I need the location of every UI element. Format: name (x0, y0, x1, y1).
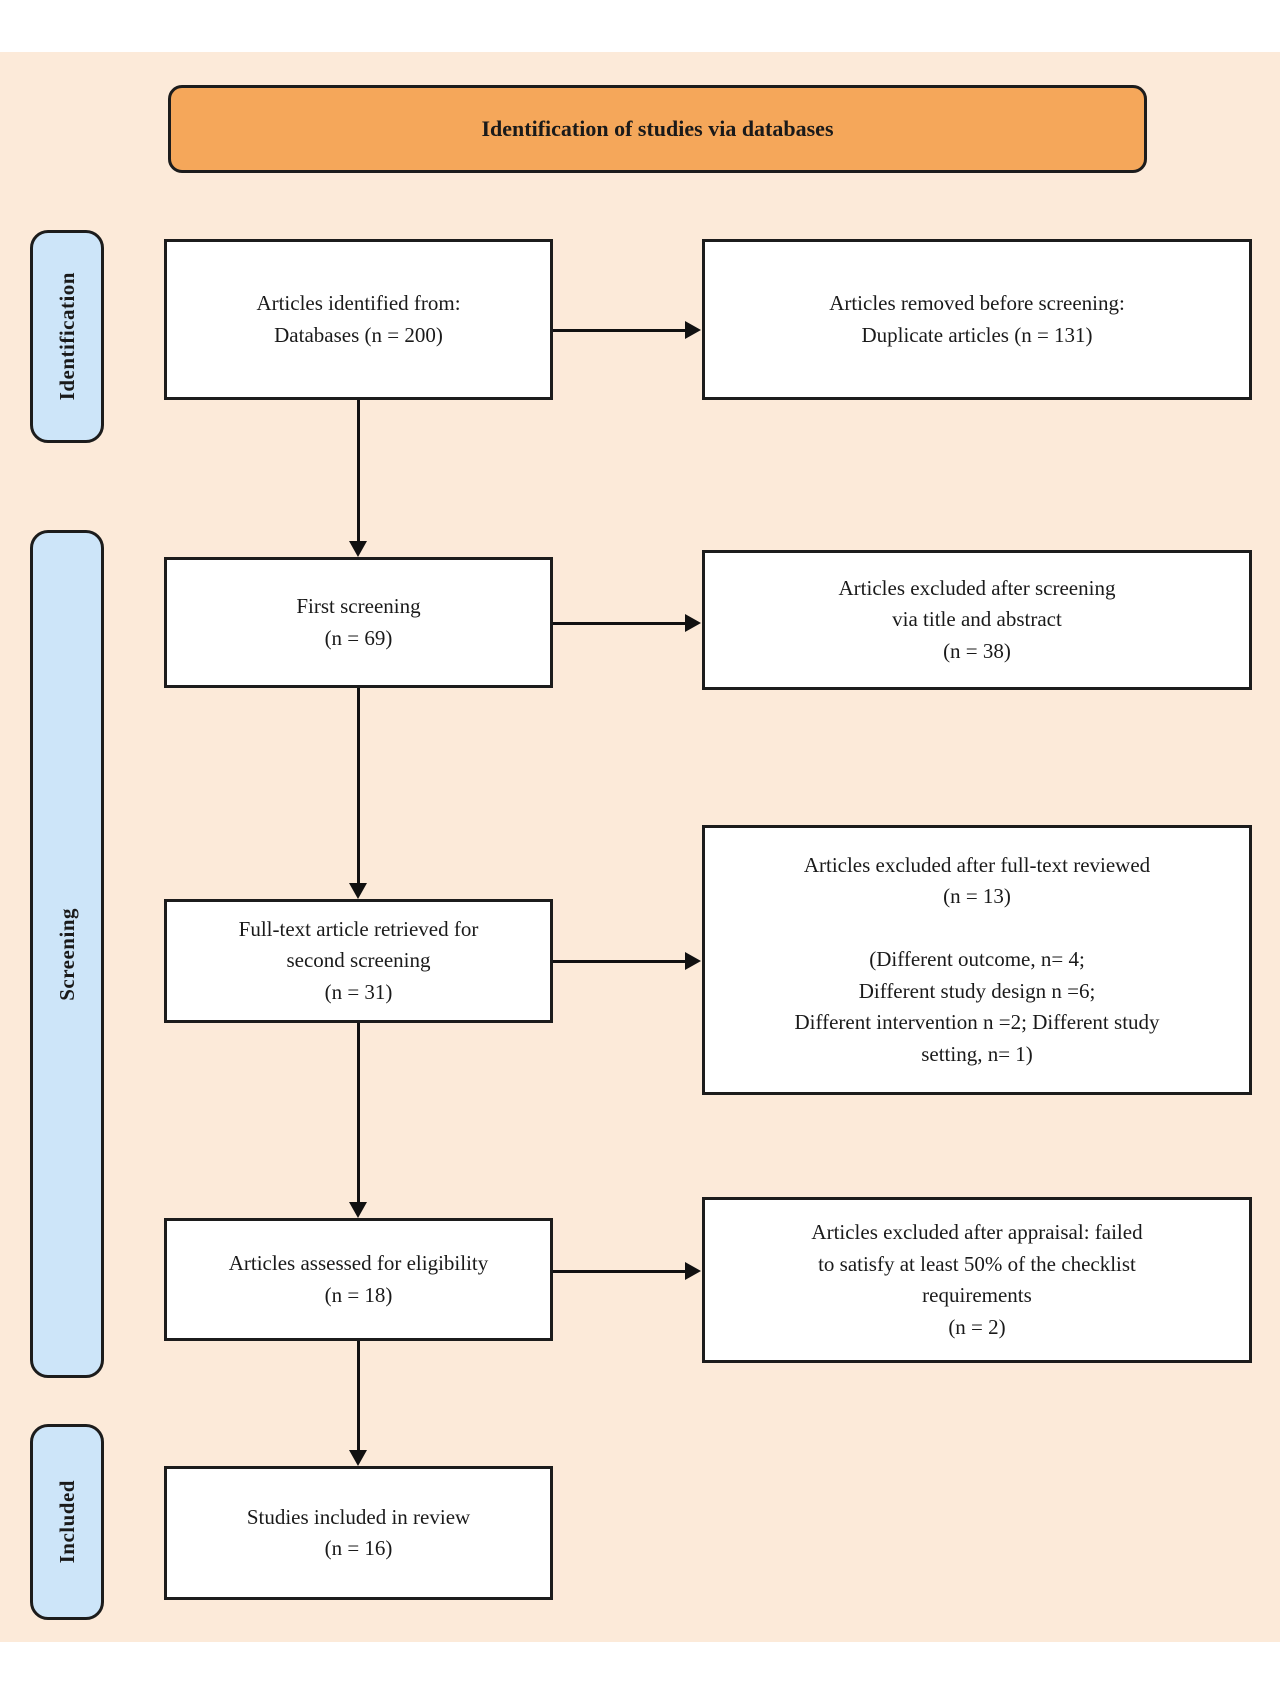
box-excluded-appraisal: Articles excluded after appraisal: faile… (702, 1197, 1252, 1363)
stage-screening: Screening (30, 530, 104, 1378)
stage-included: Included (30, 1424, 104, 1620)
stage-identification: Identification (30, 230, 104, 443)
diagram-title: Identification of studies via databases (481, 116, 834, 141)
box-studies-included: Studies included in review (n = 16) (164, 1466, 553, 1600)
box-articles-identified: Articles identified from: Databases (n =… (164, 239, 553, 400)
stage-included-label: Included (54, 1480, 79, 1564)
arrow-down-first-screening-to-fulltext (348, 688, 367, 899)
arrow-down-fulltext-to-eligibility (348, 1023, 367, 1218)
stage-screening-label: Screening (54, 907, 79, 1001)
box-first-screening: First screening (n = 69) (164, 557, 553, 688)
arrow-right-identified-to-removed (553, 320, 701, 339)
box-excluded-fulltext: Articles excluded after full-text review… (702, 825, 1252, 1095)
arrow-right-first-screening-to-excluded (553, 613, 701, 632)
arrow-right-eligibility-to-excluded (553, 1261, 701, 1280)
diagram-header: Identification of studies via databases (168, 85, 1147, 173)
box-excluded-title-abstract: Articles excluded after screening via ti… (702, 550, 1252, 690)
arrow-down-eligibility-to-included (348, 1341, 367, 1466)
arrow-down-identified-to-first-screening (348, 400, 367, 557)
arrow-right-fulltext-to-excluded (553, 951, 701, 970)
box-assessed-eligibility: Articles assessed for eligibility (n = 1… (164, 1218, 553, 1341)
box-fulltext-retrieved: Full-text article retrieved for second s… (164, 899, 553, 1023)
box-removed-before-screening: Articles removed before screening: Dupli… (702, 239, 1252, 400)
stage-identification-label: Identification (54, 272, 79, 401)
